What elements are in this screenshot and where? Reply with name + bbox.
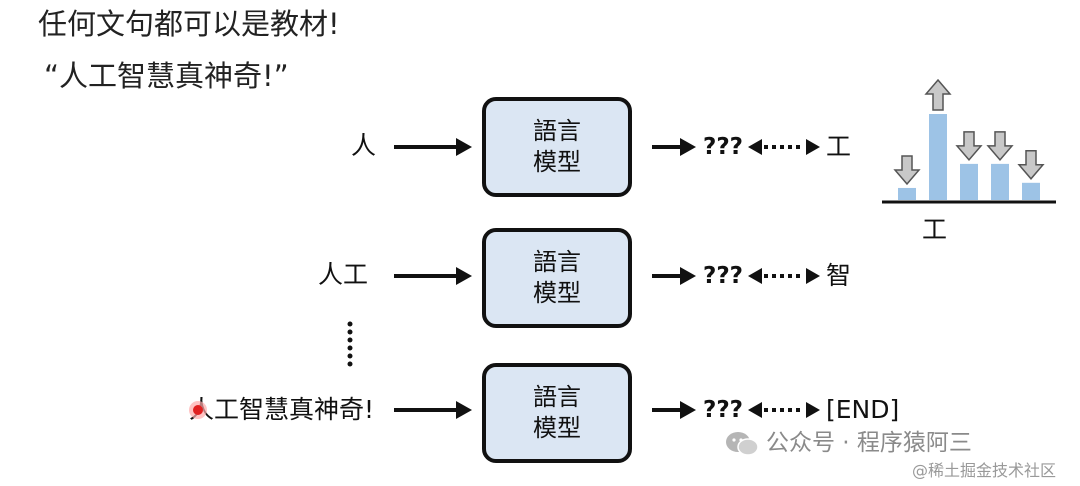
target-token-row-1: 工	[826, 132, 852, 161]
language-model-box-row-3: 語言 模型	[482, 363, 632, 463]
target-token-row-3: [END]	[826, 395, 900, 424]
down-arrow-icon	[1017, 150, 1045, 180]
language-model-box-row-2: 語言 模型	[482, 228, 632, 328]
wechat-icon	[726, 432, 759, 456]
output-arrowhead-row-2	[680, 267, 696, 285]
input-arrowhead-row-3	[456, 401, 472, 419]
compare-arrow-row-3	[748, 402, 820, 418]
distribution-bar	[991, 163, 1009, 200]
down-arrow-icon	[893, 155, 921, 186]
distribution-label: 工	[922, 215, 948, 244]
distribution-bar	[929, 114, 947, 200]
input-token-row-3: 人工智慧真神奇!	[188, 395, 374, 424]
pointer-cursor-icon	[193, 405, 203, 415]
input-arrow-row-3	[394, 408, 456, 412]
vertical-ellipsis	[347, 321, 353, 367]
model-label-line1: 語言	[533, 248, 581, 276]
prediction-row-3: ???	[703, 397, 744, 423]
input-arrow-row-1	[394, 145, 456, 149]
page-title: 任何文句都可以是教材!	[38, 7, 340, 41]
compare-arrow-row-1	[748, 139, 820, 155]
compare-arrow-row-2	[748, 268, 820, 284]
model-label-line2: 模型	[533, 279, 581, 307]
input-token-row-2: 人工	[317, 260, 368, 289]
input-token-row-1: 人	[350, 131, 376, 160]
language-model-box-row-1: 語言 模型	[482, 97, 632, 197]
watermark-account: 公众号 · 程序猿阿三	[766, 430, 972, 456]
target-token-row-2: 智	[826, 261, 852, 290]
output-arrow-row-1	[652, 145, 680, 149]
example-sentence: “人工智慧真神奇!”	[44, 59, 289, 93]
output-arrowhead-row-1	[680, 138, 696, 156]
output-arrow-row-2	[652, 274, 680, 278]
output-arrow-row-3	[652, 408, 680, 412]
probability-distribution-chart	[882, 78, 1056, 204]
model-label-line2: 模型	[533, 148, 581, 176]
distribution-bar	[1022, 182, 1040, 200]
model-label-line1: 語言	[533, 383, 581, 411]
prediction-row-1: ???	[703, 134, 744, 160]
prediction-row-2: ???	[703, 263, 744, 289]
distribution-bar	[960, 163, 978, 200]
input-arrow-row-2	[394, 274, 456, 278]
down-arrow-icon	[986, 131, 1014, 162]
input-arrowhead-row-2	[456, 267, 472, 285]
down-arrow-icon	[955, 131, 983, 162]
distribution-bar	[898, 187, 916, 200]
output-arrowhead-row-3	[680, 401, 696, 419]
up-arrow-icon	[924, 78, 952, 111]
input-arrowhead-row-1	[456, 138, 472, 156]
model-label-line2: 模型	[533, 414, 581, 442]
model-label-line1: 語言	[533, 117, 581, 145]
watermark-site: @稀土掘金技术社区	[912, 461, 1057, 480]
